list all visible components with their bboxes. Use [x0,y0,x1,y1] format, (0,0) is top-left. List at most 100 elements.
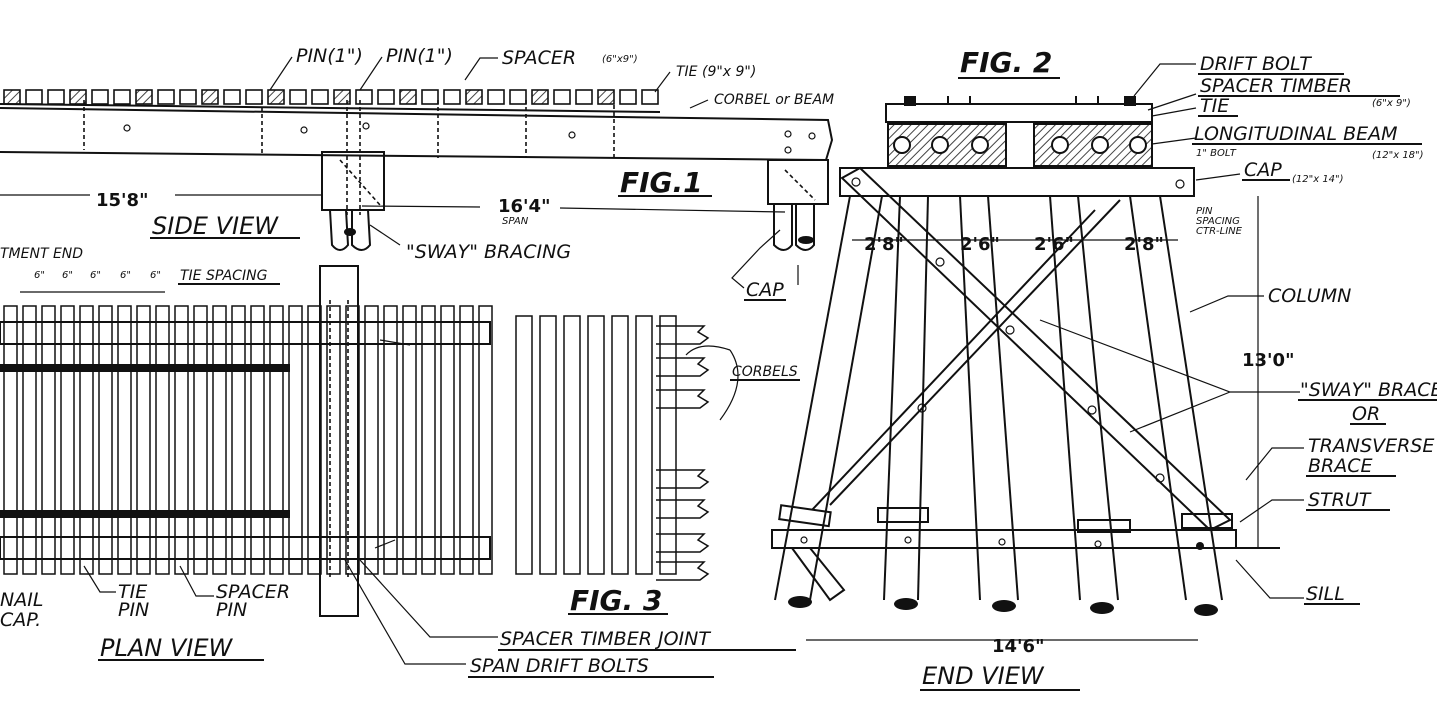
plan-tie [326,305,341,575]
side-view-pier-right [767,159,829,251]
label-pin-1: PIN(1") [296,45,363,67]
label-cap-size: (12"x 14") [1292,174,1344,185]
label-spacer: SPACER [502,47,576,69]
plan-view-ties-right [515,315,677,575]
side-tie-block [91,89,109,105]
side-tie-block [377,89,395,105]
plan-tie [3,305,18,575]
label-dim-2-8-b: 2'8" [1124,234,1164,255]
label-spacer-pin-1: SPACER [216,581,290,603]
corbel-beam [0,107,834,162]
side-tie-block [355,89,373,105]
plan-tie [22,305,37,575]
label-or: OR [1352,403,1380,425]
plan-tie [402,305,417,575]
label-cap-nail: CAP. [0,609,41,631]
plan-tie [288,305,303,575]
label-plan-view: PLAN VIEW [100,634,234,662]
label-long-beam-size: (12"x 18") [1372,150,1424,161]
label-pin-spacing-3: CTR-LINE [1196,226,1243,237]
end-view-cap [839,167,1195,197]
end-view-longitudinal-beams [887,123,1153,167]
tie-spacing-2: 6" [62,270,73,281]
plan-tie [269,305,284,575]
label-tie-pin-1: TIE [118,581,147,603]
plan-tie [478,305,493,575]
side-tie-block [157,89,175,105]
label-sill: SILL [1306,583,1345,605]
plan-tie [383,305,398,575]
label-transverse: TRANSVERSE [1308,435,1434,457]
label-dim-2-6-a: 2'6" [960,234,1000,255]
side-view-ties [3,89,659,105]
plan-tie-open [515,315,533,575]
label-brace: BRACE [1308,455,1373,477]
corbel-end [656,499,710,519]
side-tie-block [421,89,439,105]
plan-tie [440,305,455,575]
fig1-side-view: PIN(1") PIN(1") SPACER (6"x9") TIE (9"x … [0,45,834,301]
side-tie-block [289,89,307,105]
plan-stringer-top [0,321,491,345]
side-tie-block [179,89,197,105]
plan-tie [250,305,265,575]
label-pin-spacing-2: SPACING [1196,216,1240,227]
plan-tie [60,305,75,575]
plan-tie [193,305,208,575]
tie-spacing-3: 6" [90,270,101,281]
label-cap-end: CAP [1244,159,1282,181]
label-spacer-pin-2: PIN [216,599,247,621]
label-dim-13-0: 13'0" [1242,350,1294,371]
label-nail: NAIL [0,589,43,611]
side-tie-block [509,89,527,105]
side-tie-block [223,89,241,105]
label-corbels: CORBELS [732,364,798,380]
side-tie-block [619,89,637,105]
plan-tie-open [539,315,557,575]
label-side-view: SIDE VIEW [152,212,279,240]
side-tie-block [113,89,131,105]
label-spacer-size: (6"x9") [602,54,638,65]
side-tie-block [333,89,351,105]
side-tie-block [641,89,659,105]
side-tie-block [267,89,285,105]
side-tie-block [201,89,219,105]
side-tie-block [245,89,263,105]
corbel-end [656,469,710,489]
tie-spacing-4: 6" [120,270,131,281]
side-tie-block [135,89,153,105]
plan-tie-open [611,315,629,575]
tie-spacing-1: 6" [34,270,45,281]
plan-view-broken-corbels [656,325,710,581]
end-view-columns [774,195,1223,616]
label-column: COLUMN [1268,285,1351,307]
plan-tie [364,305,379,575]
plan-tie [421,305,436,575]
side-tie-block [553,89,571,105]
end-view-sway-braces [811,166,1232,532]
side-tie-block [399,89,417,105]
plan-tie [117,305,132,575]
fig3-plan-view: TMENT END 6" 6" 6" 6" 6" TIE SPACING COR… [0,246,800,678]
side-tie-block [443,89,461,105]
label-dim-14-6: 14'6" [992,636,1044,657]
side-tie-block [25,89,43,105]
end-view-sill [771,529,1237,549]
plan-tie [98,305,113,575]
label-dim-15-8: 15'8" [96,190,148,211]
plan-tie [155,305,170,575]
side-tie-block [575,89,593,105]
label-longitudinal-beam: LONGITUDINAL BEAM [1194,123,1398,145]
corbel-end [656,533,710,553]
label-end-view: END VIEW [922,662,1045,690]
label-fig1: FIG.1 [620,166,703,199]
plan-tie [459,305,474,575]
label-dim-2-6-b: 2'6" [1034,234,1074,255]
corbel-end [656,561,710,581]
side-tie-block [487,89,505,105]
plan-stringer-bottom [0,536,491,560]
plan-cap [319,265,359,617]
side-tie-block [3,89,21,105]
